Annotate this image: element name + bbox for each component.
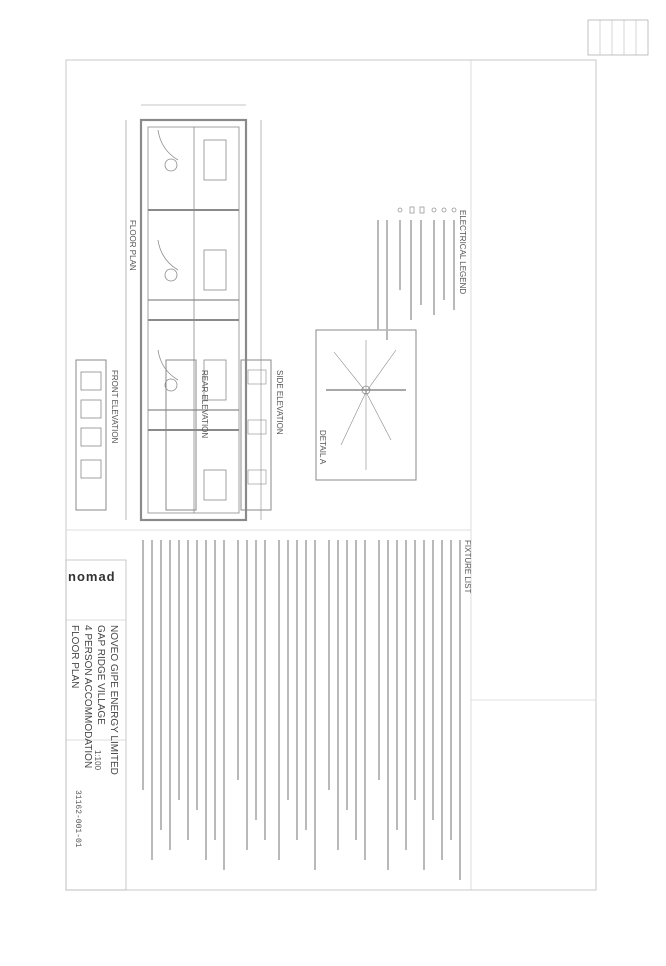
front-elevation-drawing <box>75 359 107 511</box>
project-line-2: GAP RIDGE VILLAGE <box>95 625 106 725</box>
scale-value: 1:100 <box>93 750 102 771</box>
fixture-list-title: FIXTURE LIST <box>463 540 472 594</box>
electrical-legend-symbols <box>397 206 457 214</box>
rear-elevation-drawing <box>165 359 272 511</box>
electrical-legend-title: ELECTRICAL LEGEND <box>458 210 467 295</box>
floor-plan-label: FLOOR PLAN <box>128 220 137 271</box>
company-logo: nomad <box>68 569 116 584</box>
side-elevation-label: SIDE ELEVATION <box>275 370 284 435</box>
title-block-lines <box>65 559 127 891</box>
project-line-4: FLOOR PLAN <box>69 625 80 689</box>
detail-a-label: DETAIL A <box>318 430 327 465</box>
revision-table <box>587 19 649 56</box>
floor-plan-drawing <box>125 104 262 522</box>
sheet-border <box>65 59 597 891</box>
drawing-number: 31162-001-01 <box>73 790 82 848</box>
project-line-1: NOVEO GIPE ENERGY LIMITED <box>108 625 119 775</box>
rear-elevation-label: REAR ELEVATION <box>200 370 209 439</box>
project-line-3: 4 PERSON ACCOMMODATION <box>82 625 93 769</box>
front-elevation-label: FRONT ELEVATION <box>110 370 119 444</box>
detail-a-drawing <box>315 329 417 481</box>
